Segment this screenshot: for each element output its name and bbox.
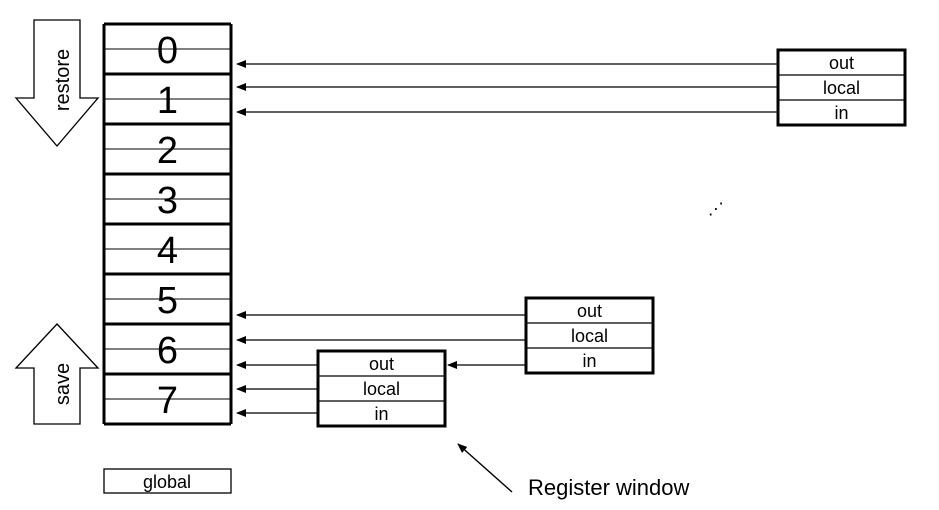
window-number: 1 [157,80,178,122]
window-number: 7 [157,380,178,422]
register-window-box: out local in [524,296,655,375]
window-cell: 7 [104,374,231,424]
global-register-box: global [103,468,232,494]
window-stack: 0 1 2 3 4 5 6 7 [102,22,233,426]
window-number: 3 [157,180,178,222]
register-field-in: in [582,351,596,371]
register-field-out: out [577,301,602,321]
global-label: global [143,472,191,492]
window-number: 0 [157,30,178,72]
register-field-out: out [369,354,394,374]
save-label: save [52,363,74,405]
register-window-boxes: out local in out local in out local in [316,48,907,428]
register-window-box: out local in [316,349,447,428]
register-window-box: out local in [776,48,907,127]
window-cell: 5 [104,274,231,324]
window-number: 2 [157,130,178,172]
window-cell: 3 [104,174,231,224]
window-cell: 0 [104,24,231,74]
window-cell: 4 [104,224,231,274]
register-field-local: local [571,326,608,346]
window-cell: 2 [104,124,231,174]
save-arrow: save [14,323,100,425]
window-cell: 1 [104,74,231,124]
register-field-local: local [363,379,400,399]
restore-label: restore [52,49,74,111]
connector-arrows [236,60,778,417]
ellipsis: ⋰ [708,201,724,218]
register-field-in: in [834,103,848,123]
register-field-out: out [829,53,854,73]
window-number: 4 [157,230,178,272]
window-number: 6 [157,330,178,372]
register-field-in: in [374,404,388,424]
window-number: 5 [157,280,178,322]
annotation-label: Register window [528,475,690,500]
window-cell: 6 [104,324,231,374]
register-window-annotation: Register window [457,443,690,500]
restore-arrow: restore [14,19,100,148]
register-field-local: local [823,78,860,98]
